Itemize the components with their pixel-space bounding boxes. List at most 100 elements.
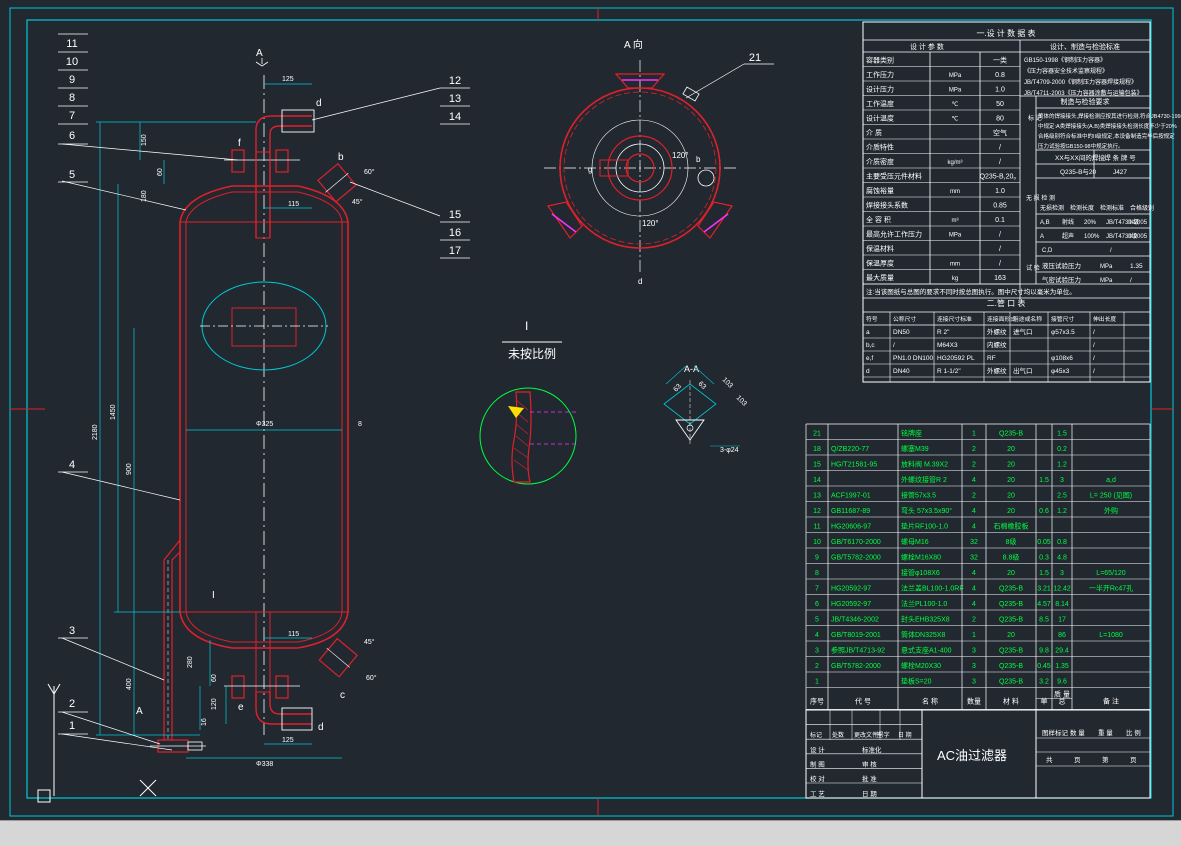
balloon-21: 21: [749, 52, 761, 64]
vessel-labels: A d f b c e d I A: [136, 48, 345, 733]
svg-text:60: 60: [157, 168, 164, 176]
nozzle-head: 公称尺寸: [893, 315, 916, 323]
svg-text:I: I: [525, 319, 528, 333]
inner-frame: [27, 20, 1151, 798]
svg-text:3-φ24: 3-φ24: [720, 447, 739, 454]
design-param-unit: kg: [952, 276, 958, 282]
ndt-cell: 射线: [1062, 218, 1074, 226]
part-cell: 0.2: [1057, 446, 1067, 453]
nozzle-cell: b,c: [866, 342, 875, 349]
ndt-cell: JB/T4730-2005: [1106, 220, 1148, 226]
part-cell: 0.6: [1039, 508, 1049, 515]
design-param-unit: m³: [952, 218, 959, 224]
nozzle-cell: DN40: [893, 368, 910, 375]
svg-text:180: 180: [141, 190, 148, 202]
design-param-value: 0.85: [993, 203, 1007, 210]
part-cell: 0.45: [1037, 663, 1051, 670]
cad-drawing-canvas[interactable]: 11 10 9 8 7 6 5 4 3 2 1 12 13 14 15: [0, 0, 1181, 820]
svg-text:63: 63: [672, 383, 683, 394]
design-param-value: 1.0: [995, 188, 1005, 195]
part-cell: L=1080: [1099, 632, 1123, 639]
plan-view-a: A 向 120° 120° g b d: [544, 38, 736, 286]
design-param-name: 最高允许工作压力: [866, 230, 922, 239]
part-cell: HG20592-97: [831, 586, 871, 593]
design-param-name: 介质密度: [866, 157, 894, 166]
part-cell: Q235-B: [999, 648, 1023, 655]
part-cell: 4: [972, 601, 976, 608]
part-cell: 3: [972, 663, 976, 670]
balloon-16: 16: [449, 227, 461, 239]
part-cell: 9.8: [1039, 648, 1049, 655]
svg-text:d: d: [318, 722, 324, 733]
ndt-cell: II级: [1128, 232, 1137, 240]
part-cell: 2: [972, 462, 976, 469]
nozzle-cell: PN1.0 DN100: [893, 355, 933, 362]
part-cell: 10: [813, 539, 821, 546]
part-cell: 一半开Rc47孔: [1089, 584, 1133, 593]
inspect-line: 合格级别符合标准中的II级规定,本设备制造完毕后按规定: [1038, 132, 1175, 140]
part-cell: 垫片RF100-1.0: [901, 522, 948, 531]
ndt-cell: A,B: [1040, 220, 1050, 226]
part-cell: 1.35: [1055, 663, 1069, 670]
test-value: /: [1130, 277, 1132, 284]
part-cell: 3: [972, 679, 976, 686]
part-cell: 8.14: [1055, 601, 1069, 608]
title-right-foot: 页: [1074, 756, 1081, 764]
design-table-title: 一.设 计 数 据 表: [976, 28, 1035, 38]
part-cell: 0.8: [1057, 539, 1067, 546]
svg-text:115: 115: [288, 201, 299, 208]
part-cell: L= 250 (见图): [1090, 492, 1132, 500]
part-head: 数量: [967, 697, 981, 706]
title-left-label: 工 艺: [810, 790, 825, 798]
part-cell: 4: [815, 632, 819, 639]
balloon-10: 10: [66, 56, 78, 68]
inspect-line: 压力试验按GB150-98中规定执行。: [1038, 142, 1124, 150]
svg-text:103: 103: [721, 376, 734, 389]
design-param-name: 主要受压元件材料: [866, 172, 922, 181]
ndt-head: 合格级别: [1130, 204, 1154, 212]
part-cell: 螺母M16: [901, 537, 929, 546]
test-unit: MPa: [1100, 264, 1113, 270]
svg-text:2180: 2180: [92, 424, 99, 440]
part-cell: 接管φ108X6: [901, 568, 940, 577]
svg-text:b: b: [696, 155, 701, 164]
part-cell: 弯头 57x3.5x90°: [901, 506, 952, 515]
balloon-6: 6: [69, 130, 75, 142]
part-cell: 2: [972, 446, 976, 453]
svg-text:未按比例: 未按比例: [508, 347, 556, 361]
part-cell: 12.42: [1053, 586, 1071, 593]
design-param-unit: MPa: [949, 73, 962, 79]
design-data-table: 一.设 计 数 据 表 设 计 参 数设计、制造与检验标准容器类别一类工作压力M…: [863, 22, 1181, 382]
test-unit: MPa: [1100, 278, 1113, 284]
nozzle-cell: φ108x6: [1051, 355, 1073, 362]
svg-text:16: 16: [201, 718, 208, 726]
svg-text:115: 115: [288, 631, 299, 638]
part-cell: 封头EHB325X8: [901, 615, 950, 624]
part-cell: L=65/120: [1096, 570, 1125, 577]
part-cell: 0.05: [1037, 539, 1051, 546]
part-cell: 筒体DN325X8: [901, 630, 945, 639]
part-cell: HG20606-97: [831, 524, 871, 531]
ndt-cell: 超声: [1062, 232, 1074, 240]
nozzle-cell: DN50: [893, 329, 910, 336]
title-right-label: 图样标记: [1042, 728, 1069, 737]
part-cell: 8.8级: [1003, 553, 1020, 562]
part-head: 质 量: [1054, 690, 1070, 699]
svg-text:8: 8: [358, 421, 362, 428]
svg-text:e: e: [238, 702, 244, 713]
part-cell: GB/T5782-2000: [831, 555, 881, 562]
svg-text:f: f: [238, 138, 241, 149]
nozzle-cell: φ57x3.5: [1051, 329, 1075, 336]
svg-text:125: 125: [282, 737, 294, 744]
svg-text:60°: 60°: [364, 168, 375, 176]
ndt-head: 检测标准: [1100, 204, 1124, 212]
part-cell: HG20592-97: [831, 601, 871, 608]
inspect-title: 制造与检验要求: [1061, 97, 1110, 106]
part-head: 序号: [810, 697, 824, 706]
part-cell: GB11687-89: [831, 508, 870, 515]
nozzle-cell: 内螺纹: [987, 340, 1007, 349]
svg-text:45°: 45°: [352, 198, 363, 206]
balloon-7: 7: [69, 110, 75, 122]
part-cell: Q235-B: [999, 586, 1023, 593]
part-cell: 20: [1007, 462, 1015, 469]
